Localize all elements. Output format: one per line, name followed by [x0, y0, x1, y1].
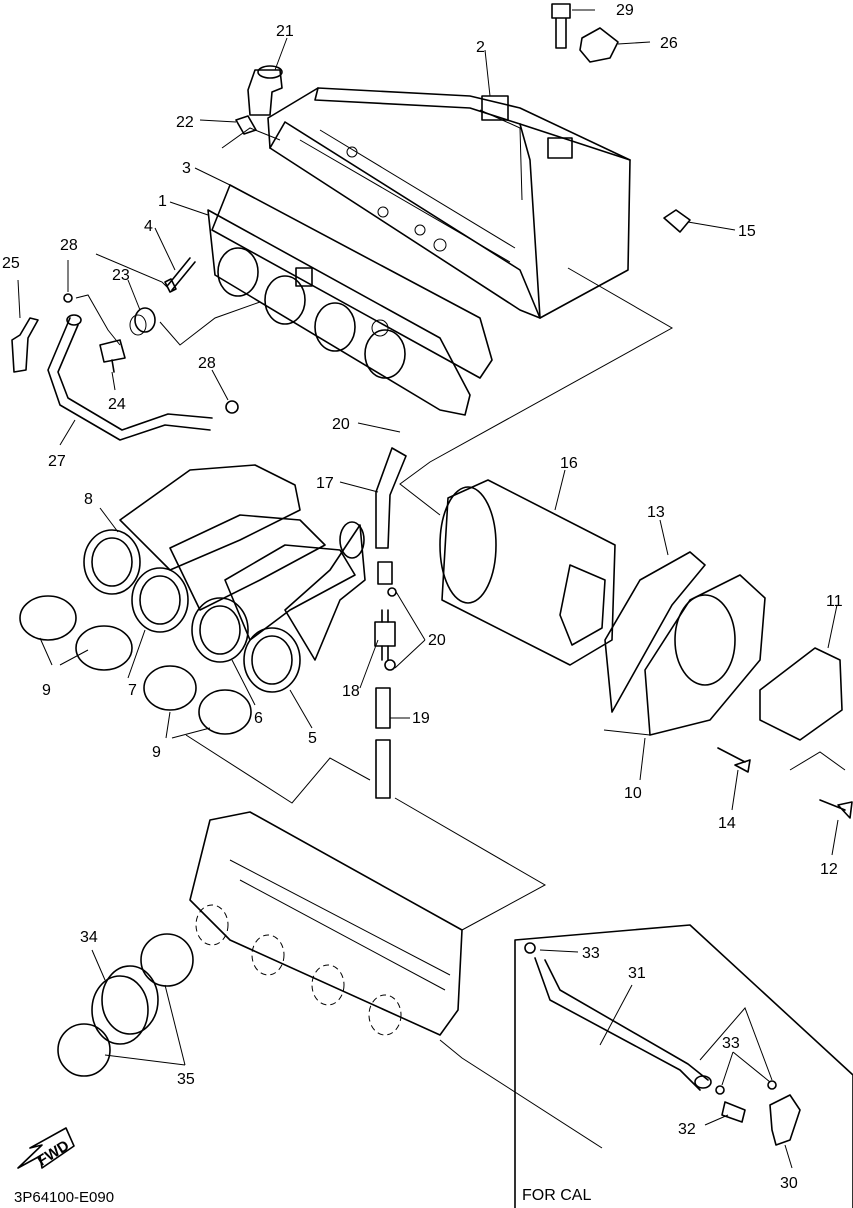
joint-34 [91, 965, 159, 1045]
joint-24 [99, 339, 126, 373]
callout-21: 21 [276, 23, 294, 40]
joint-plate [207, 209, 471, 416]
callout-14: 14 [718, 815, 736, 832]
hose-clamps-9-upper [19, 595, 133, 671]
inset-title: FOR CAL [522, 1187, 591, 1204]
callout-32: 32 [678, 1121, 696, 1138]
fwd-arrow: FWD [17, 1127, 75, 1170]
cap-11 [759, 647, 843, 741]
callout-9b: 9 [152, 744, 161, 761]
screw-14 [717, 747, 751, 773]
hose-27 [47, 314, 213, 441]
callout-16: 16 [560, 455, 578, 472]
cover-10 [644, 574, 766, 736]
callout-22: 22 [176, 114, 194, 131]
air-filter-element [439, 479, 616, 666]
callout-35: 35 [177, 1071, 195, 1088]
clamps-35 [57, 933, 194, 1077]
clip-28b [225, 400, 239, 414]
callout-1: 1 [158, 193, 167, 210]
callout-8: 8 [84, 491, 93, 508]
callout-13: 13 [647, 504, 665, 521]
air-filter-case [267, 87, 631, 319]
hose-clamps-9-lower [143, 665, 252, 735]
callout-30: 30 [780, 1175, 798, 1192]
callout-7: 7 [128, 682, 137, 699]
callout-31: 31 [628, 965, 646, 982]
hose-19 [375, 687, 391, 799]
callout-23: 23 [112, 267, 130, 284]
intake-joint-5 [243, 521, 366, 693]
callout-18: 18 [342, 683, 360, 700]
intake-joint-7 [131, 514, 326, 633]
hose-17 [375, 447, 407, 549]
seal-13 [604, 551, 706, 713]
diagram-id: 3P64100-E090 [14, 1189, 114, 1206]
leader-lines [17, 9, 839, 1169]
callout-29: 29 [616, 2, 634, 19]
reference-lines [75, 127, 846, 1149]
callout-6: 6 [254, 710, 263, 727]
fitting-20 [377, 561, 397, 671]
callout-17: 17 [316, 475, 334, 492]
callout-3: 3 [182, 160, 191, 177]
hose-25 [11, 317, 39, 373]
hose-joint-21 [247, 65, 283, 116]
bolt-29 [551, 3, 571, 49]
screw-12 [819, 799, 853, 819]
callout-33b: 33 [722, 1035, 740, 1052]
callout-12: 12 [820, 861, 838, 878]
intake-joint-6 [191, 544, 356, 663]
clip-28a [63, 293, 73, 303]
callout-28b: 28 [198, 355, 216, 372]
valve-18 [374, 609, 396, 661]
clip-26 [579, 27, 619, 63]
callout-25: 25 [2, 255, 20, 272]
callout-33a: 33 [582, 945, 600, 962]
callout-9a: 9 [42, 682, 51, 699]
callout-11: 11 [826, 593, 843, 610]
callout-10: 10 [624, 785, 642, 802]
callout-4: 4 [144, 218, 153, 235]
grommet-23 [129, 307, 156, 336]
screw-4 [164, 257, 196, 293]
gasket [211, 184, 493, 379]
intake-joint-8 [83, 464, 301, 595]
for-cal-inset [514, 924, 853, 1208]
callout-labels: 1 2 3 4 5 6 7 8 9 9 10 11 12 13 14 15 16… [2, 2, 843, 1192]
callout-15: 15 [738, 223, 756, 240]
callout-28a: 28 [60, 237, 78, 254]
callout-24: 24 [108, 396, 126, 413]
callout-2: 2 [476, 39, 485, 56]
callout-20b: 20 [428, 632, 446, 649]
carburetor-assembly [189, 811, 463, 1036]
callout-5: 5 [308, 730, 317, 747]
nut-15 [663, 209, 691, 233]
callout-26: 26 [660, 35, 678, 52]
callout-19: 19 [412, 710, 430, 727]
callout-27: 27 [48, 453, 66, 470]
callout-34: 34 [80, 929, 98, 946]
callout-20a: 20 [332, 416, 350, 433]
